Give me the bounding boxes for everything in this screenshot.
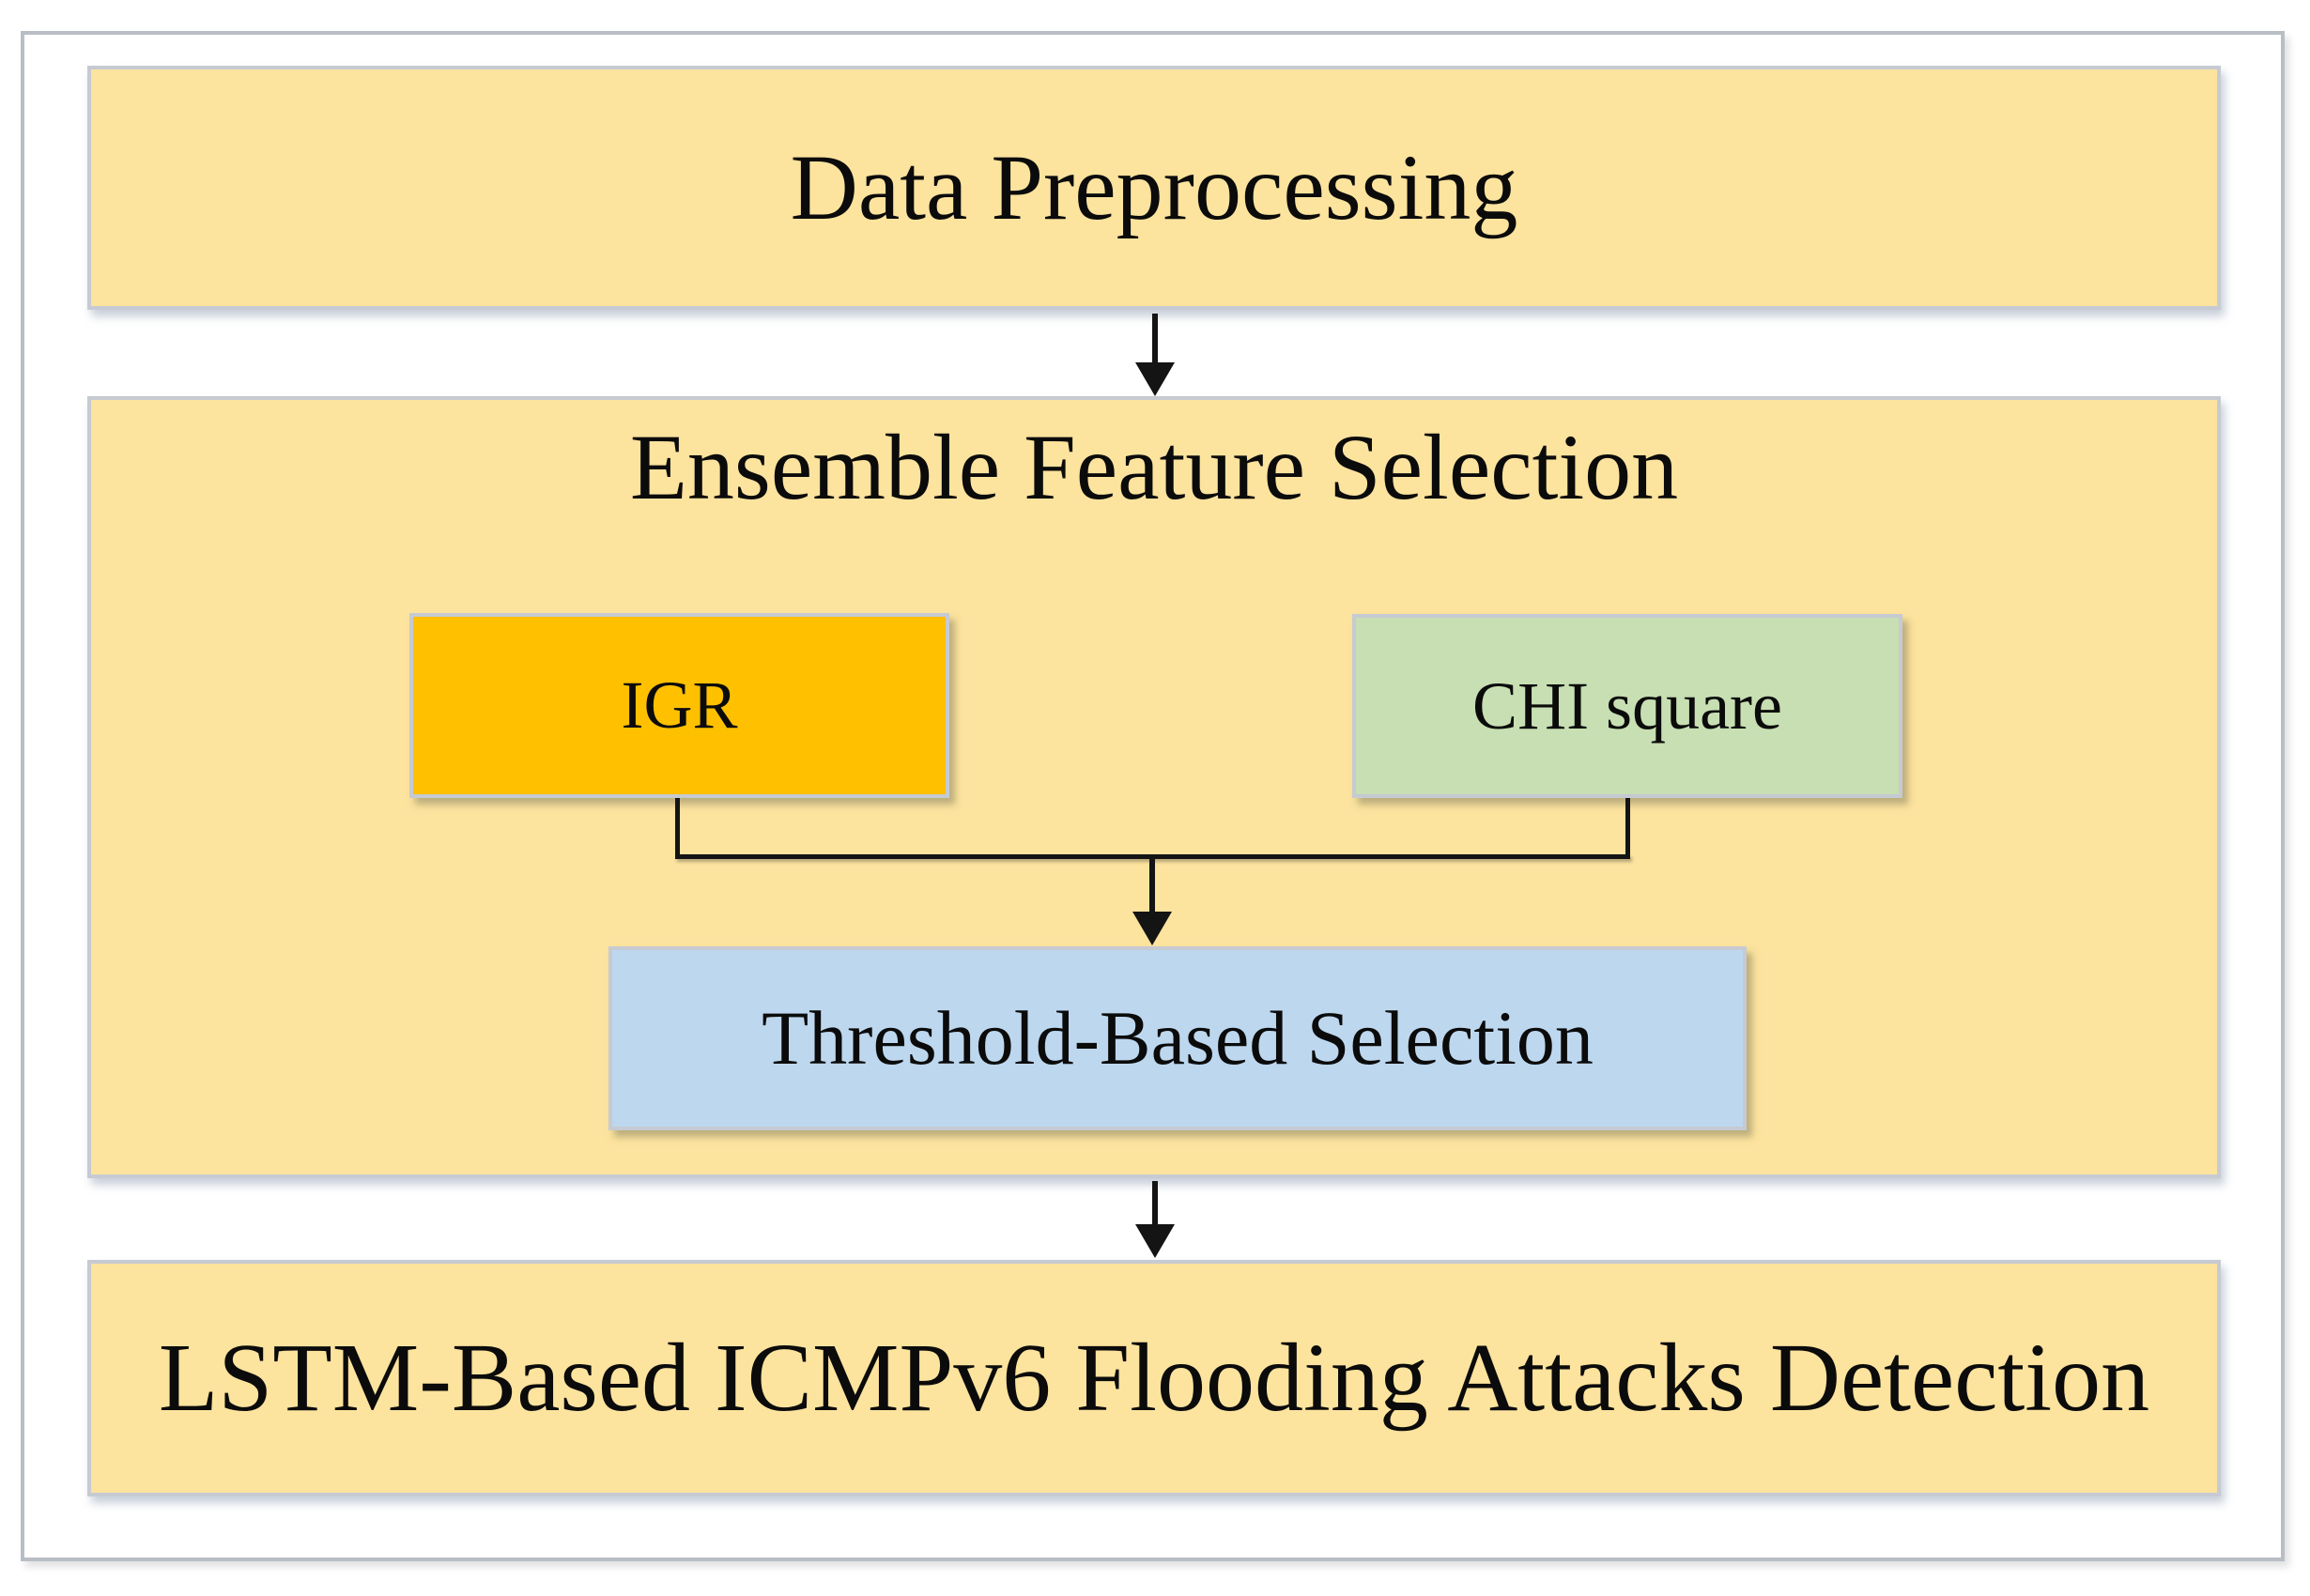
arrow-merge-to-threshold	[1132, 859, 1172, 945]
lstm-detection-box: LSTM-Based ICMPv6 Flooding Attacks Detec…	[87, 1260, 2221, 1496]
threshold-based-selection-label: Threshold-Based Selection	[762, 995, 1594, 1081]
arrow-head-icon	[1135, 1224, 1175, 1258]
data-preprocessing-label: Data Preprocessing	[790, 135, 1518, 239]
chi-square-box: CHI square	[1352, 614, 1902, 798]
igr-box: IGR	[409, 613, 949, 798]
data-preprocessing-box: Data Preprocessing	[87, 66, 2221, 310]
merge-connector-line	[675, 854, 1630, 859]
arrow-shaft	[1149, 859, 1155, 912]
arrow-shaft	[1152, 1181, 1158, 1224]
threshold-based-selection-box: Threshold-Based Selection	[608, 946, 1747, 1130]
igr-connector-line	[675, 798, 680, 859]
ensemble-feature-selection-title: Ensemble Feature Selection	[629, 415, 1679, 519]
chi-connector-line	[1625, 798, 1630, 859]
arrow-shaft	[1152, 314, 1158, 362]
arrow-head-icon	[1132, 912, 1172, 945]
arrow-ensemble-to-lstm	[1135, 1181, 1175, 1258]
igr-label: IGR	[621, 668, 738, 743]
arrow-head-icon	[1135, 362, 1175, 396]
lstm-detection-label: LSTM-Based ICMPv6 Flooding Attacks Detec…	[158, 1324, 2150, 1432]
chi-square-label: CHI square	[1472, 668, 1782, 744]
arrow-preprocessing-to-ensemble	[1135, 314, 1175, 396]
